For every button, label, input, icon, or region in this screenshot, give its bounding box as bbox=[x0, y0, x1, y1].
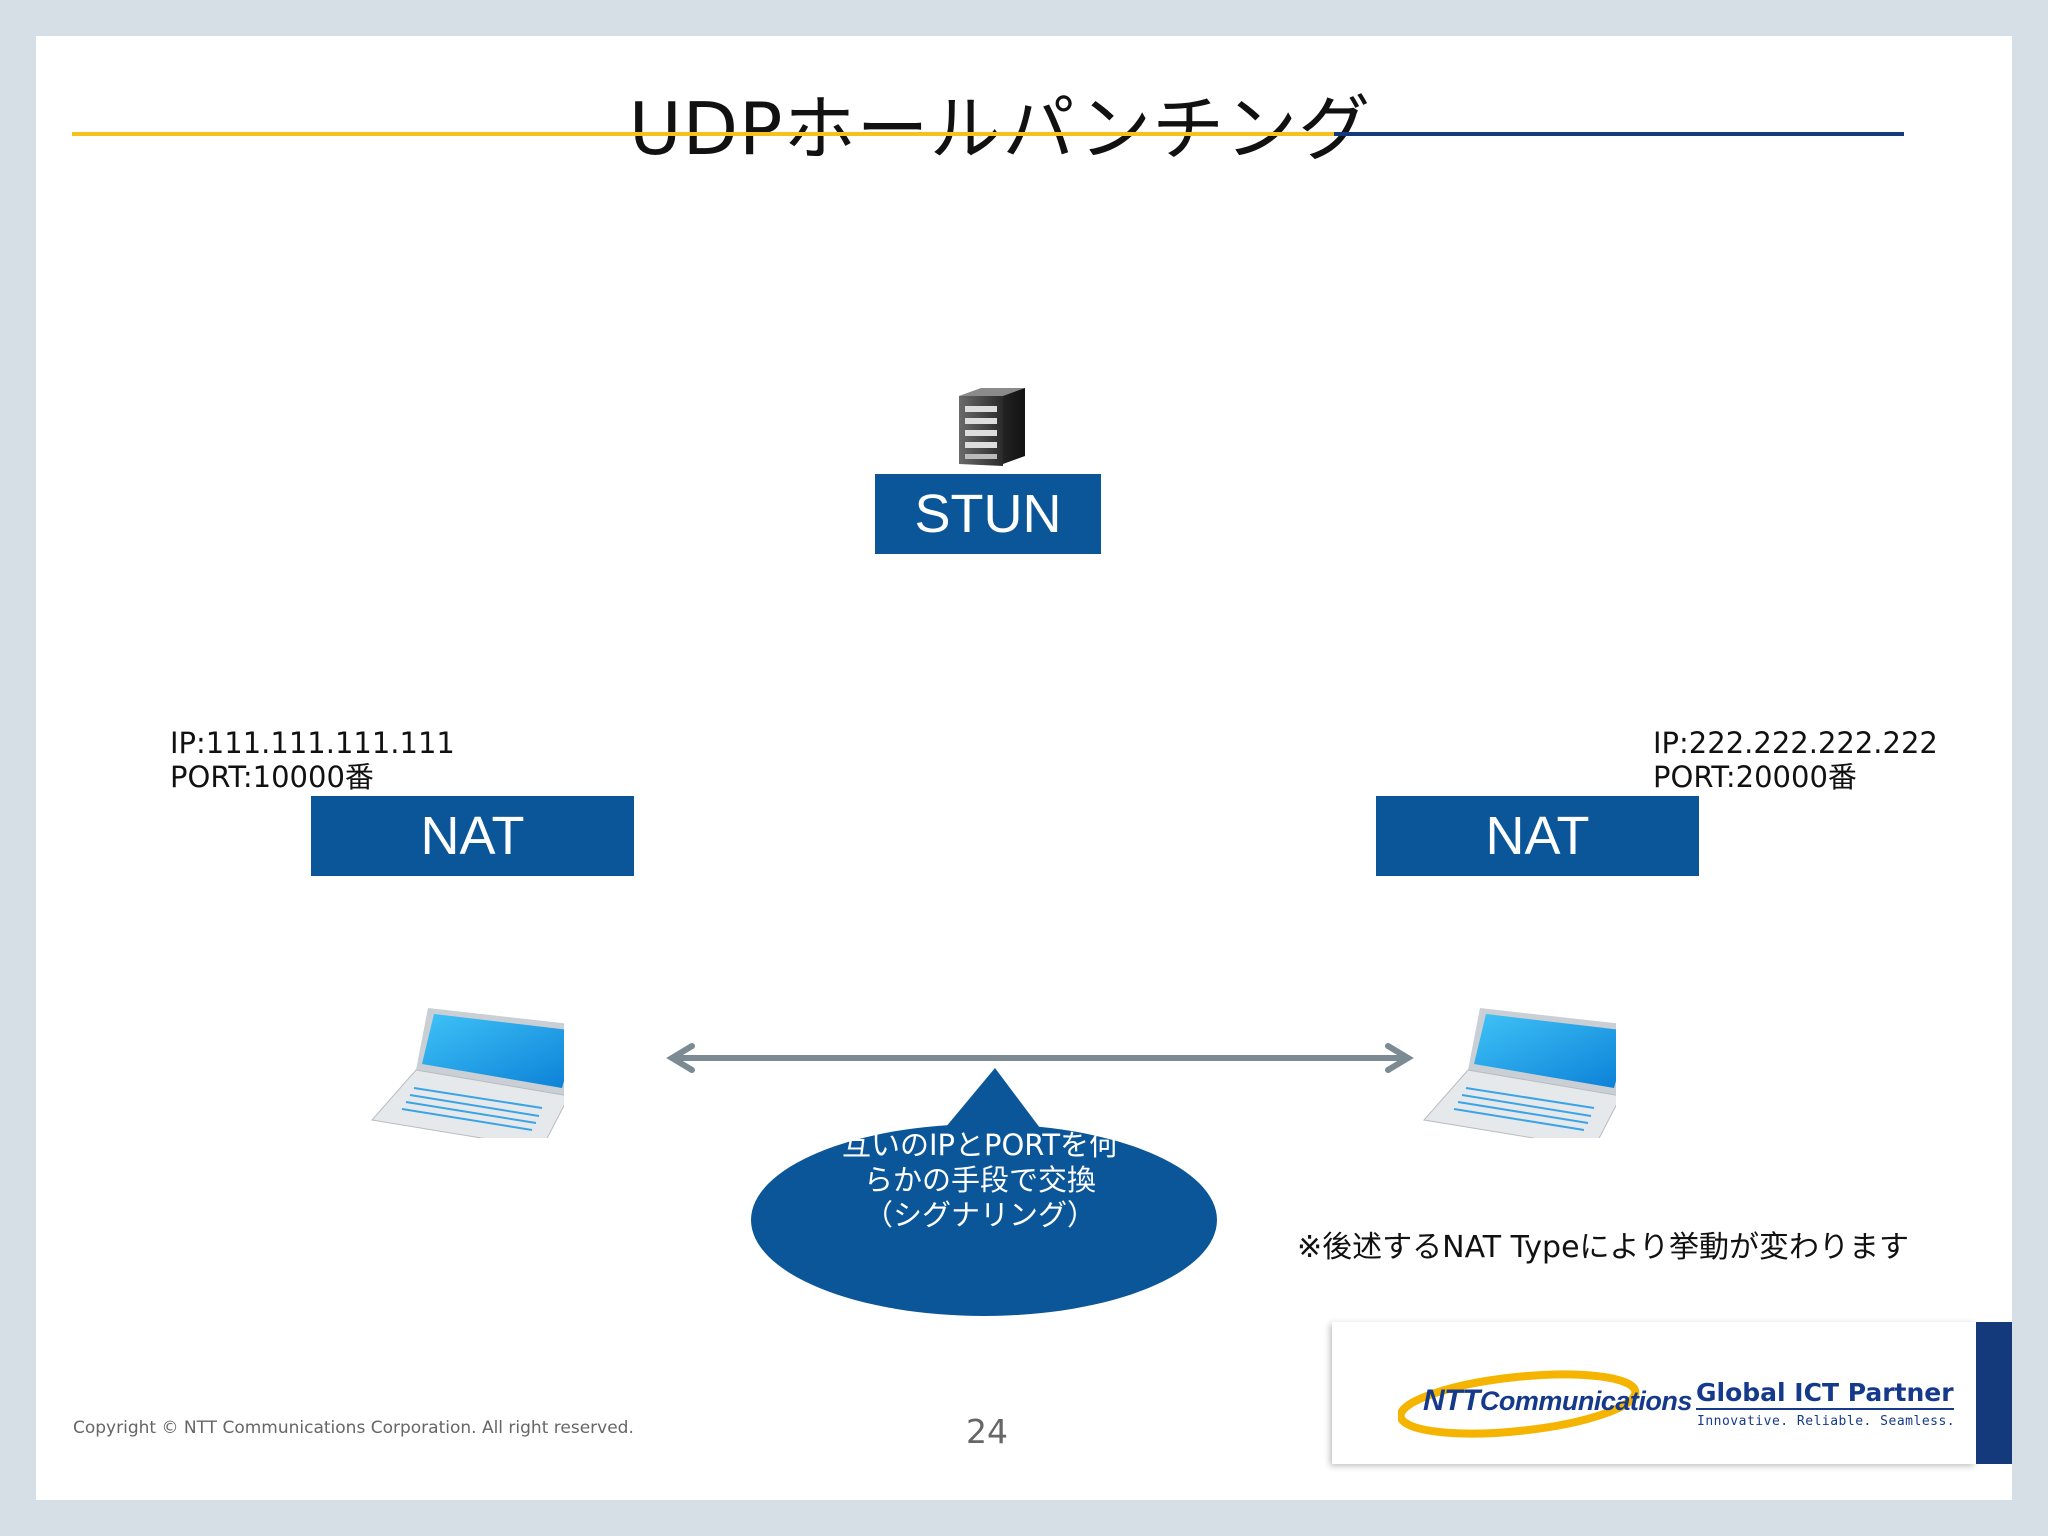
speech-bubble bbox=[751, 1068, 1217, 1316]
right-port-text: PORT:20000番 bbox=[1653, 760, 1857, 794]
nat-right-box: NAT bbox=[1376, 796, 1699, 876]
double-arrow-icon bbox=[666, 1043, 1414, 1073]
bubble-text: 互いのIPとPORTを何 らかの手段で交換 （シグナリング） bbox=[740, 1128, 1220, 1233]
ntt-swoosh-logo bbox=[1398, 1370, 1640, 1438]
left-port-text: PORT:10000番 bbox=[170, 760, 374, 794]
right-address-label: IP:222.222.222.222 PORT:20000番 bbox=[1653, 726, 1938, 794]
laptop-right-icon bbox=[1423, 1008, 1616, 1138]
nat-type-note: ※後述するNAT Typeにより挙動が変わります bbox=[1297, 1230, 1909, 1265]
nat-left-box: NAT bbox=[311, 796, 634, 876]
page-number: 24 bbox=[966, 1412, 1008, 1451]
laptop-left-icon bbox=[371, 1006, 564, 1138]
bubble-line-3: （シグナリング） bbox=[863, 1198, 1096, 1232]
global-ict-partner-text: Global ICT Partner bbox=[1696, 1378, 1954, 1410]
logo-accent-bar bbox=[1976, 1322, 2012, 1464]
stun-box: STUN bbox=[875, 474, 1101, 554]
slide-title: UDPホールパンチング bbox=[628, 87, 1372, 171]
bubble-line-2: らかの手段で交換 bbox=[863, 1163, 1096, 1197]
right-ip-text: IP:222.222.222.222 bbox=[1653, 726, 1938, 760]
bubble-line-1: 互いのIPとPORTを何 bbox=[841, 1128, 1119, 1162]
left-address-label: IP:111.111.111.111 PORT:10000番 bbox=[170, 726, 455, 794]
copyright-text: Copyright © NTT Communications Corporati… bbox=[73, 1418, 634, 1438]
left-ip-text: IP:111.111.111.111 bbox=[170, 726, 455, 760]
logo-tagline: Innovative. Reliable. Seamless. bbox=[1697, 1414, 1956, 1429]
ntt-logo-suffix: Communications bbox=[1479, 1386, 1693, 1416]
server-icon bbox=[959, 388, 1025, 466]
ntt-logo-text: NTTCommunications bbox=[1423, 1384, 1692, 1418]
title-rule-yellow bbox=[72, 132, 1334, 136]
title-rule-navy bbox=[1334, 132, 1904, 136]
ntt-logo-prefix: NTT bbox=[1423, 1384, 1480, 1417]
